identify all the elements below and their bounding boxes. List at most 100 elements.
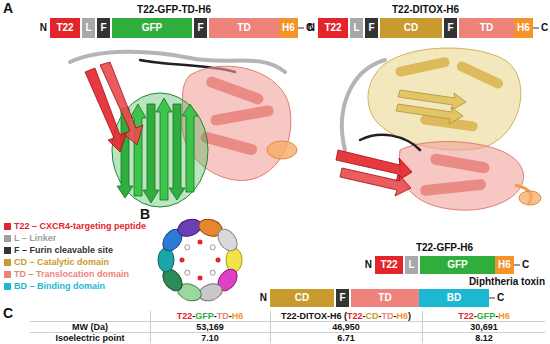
ring-unit: [214, 226, 241, 255]
domain-box: T22: [375, 256, 403, 274]
legend-text: CD – Catalytic domain: [14, 258, 109, 267]
text-run: TD: [217, 311, 229, 321]
text-run: -: [393, 311, 396, 321]
panel-letter: C: [3, 306, 13, 320]
helix: [210, 105, 275, 127]
text-run: H6: [330, 311, 342, 321]
helix: [205, 75, 265, 106]
panel-letter: B: [140, 207, 150, 221]
terminus-label: C: [497, 293, 504, 303]
legend-text: BD – Binding domain: [14, 282, 105, 291]
text-run: -: [474, 311, 477, 321]
ring-unit: [226, 248, 242, 272]
domain-label: BD: [447, 293, 461, 303]
text-run: ): [408, 311, 411, 321]
table-header: T22-GFP-TD-H6: [177, 312, 244, 321]
table-rules: [30, 311, 545, 343]
domain-box: TD: [351, 289, 419, 307]
text-run: T22: [458, 311, 474, 321]
domain-box: T22: [50, 18, 80, 38]
domain-label: H6: [282, 23, 295, 33]
construct-title: T22-GFP-TD-H6: [137, 5, 211, 15]
terminal-line: [489, 297, 495, 298]
atom: [185, 270, 190, 275]
domain-box: F: [444, 18, 457, 38]
text-run: H6: [396, 311, 408, 321]
domain-label: TD: [480, 23, 493, 33]
atom: [216, 258, 221, 263]
ditox-structure: [336, 48, 541, 210]
legend-swatch: [4, 271, 11, 278]
t22-strand: [100, 62, 143, 145]
domain-box: BD: [419, 289, 489, 307]
beta-strand: [182, 104, 198, 192]
table-rule: [30, 321, 545, 322]
domain-label: H6: [517, 23, 530, 33]
domain-box: GFP: [420, 256, 495, 274]
legend-swatch: [4, 235, 11, 242]
text-run: -: [192, 311, 195, 321]
domain-box: L: [350, 18, 363, 38]
gfp-td-structure: [70, 52, 297, 207]
domain-box: T22: [318, 18, 348, 38]
terminus-label: C: [522, 260, 529, 270]
domain-label: CD: [404, 23, 418, 33]
domain-box: TD: [459, 18, 514, 38]
text-run: DITOX: [300, 311, 327, 321]
panel-letter: A: [3, 1, 13, 15]
domain-label: F: [197, 23, 203, 33]
text-run: T22: [281, 311, 297, 321]
domain-box: H6: [495, 256, 514, 274]
atom: [198, 276, 203, 281]
terminus-label: N: [308, 23, 315, 33]
domain-label: L: [85, 23, 91, 33]
table-rule: [270, 311, 271, 343]
legend-row: TD – Translocation domain: [4, 270, 129, 279]
atom: [185, 245, 190, 250]
construct-title: T22-GFP-H6: [416, 243, 473, 253]
table-cell: 6.71: [337, 334, 355, 343]
atom: [210, 245, 215, 250]
domain-box: CD: [270, 289, 334, 307]
domain-label: TD: [378, 293, 391, 303]
atom: [180, 258, 185, 263]
text-run: -: [214, 311, 217, 321]
helix: [395, 56, 451, 77]
construct-title: T22-DITOX-H6: [392, 5, 459, 15]
domain-label: F: [447, 23, 453, 33]
domain-box: F: [97, 18, 110, 38]
domain-label: T22: [56, 23, 73, 33]
domain-box: TD: [209, 18, 279, 38]
his-tag: [267, 141, 297, 159]
helix: [455, 60, 505, 90]
legend-row: T22 – CXCR4-targeting peptide: [4, 222, 146, 231]
helix: [420, 179, 487, 197]
terminal-line: [298, 27, 304, 28]
terminal-lines: [298, 28, 539, 298]
domain-label: T22: [324, 23, 341, 33]
legend-text: F – Furin cleavable site: [14, 246, 113, 255]
domain-label: F: [368, 23, 374, 33]
table-rule: [30, 332, 545, 333]
domain-box: F: [194, 18, 207, 38]
terminus-label: C: [541, 23, 548, 33]
domain-box: L: [82, 18, 95, 38]
domain-label: L: [353, 23, 359, 33]
legend-swatch: [4, 259, 11, 266]
beta-strand: [143, 104, 159, 203]
table-header: T22-DITOX-H6 (T22-CD-TD-H6): [281, 312, 411, 321]
table-rule: [150, 311, 151, 343]
text-run: (: [341, 311, 347, 321]
text-run: -: [327, 311, 330, 321]
legend-swatch: [4, 223, 11, 230]
domain-label: GFP: [447, 260, 468, 270]
domain-label: F: [339, 293, 345, 303]
nanoparticle-ring: [158, 216, 242, 303]
t22-strand: [340, 168, 411, 196]
legend-row: L – Linker: [4, 234, 56, 243]
domain-box: F: [336, 289, 349, 307]
legend-row: F – Furin cleavable site: [4, 246, 113, 255]
terminus-label: N: [365, 260, 372, 270]
legend-text: TD – Translocation domain: [14, 270, 129, 279]
table-cell: 46,950: [332, 323, 360, 332]
